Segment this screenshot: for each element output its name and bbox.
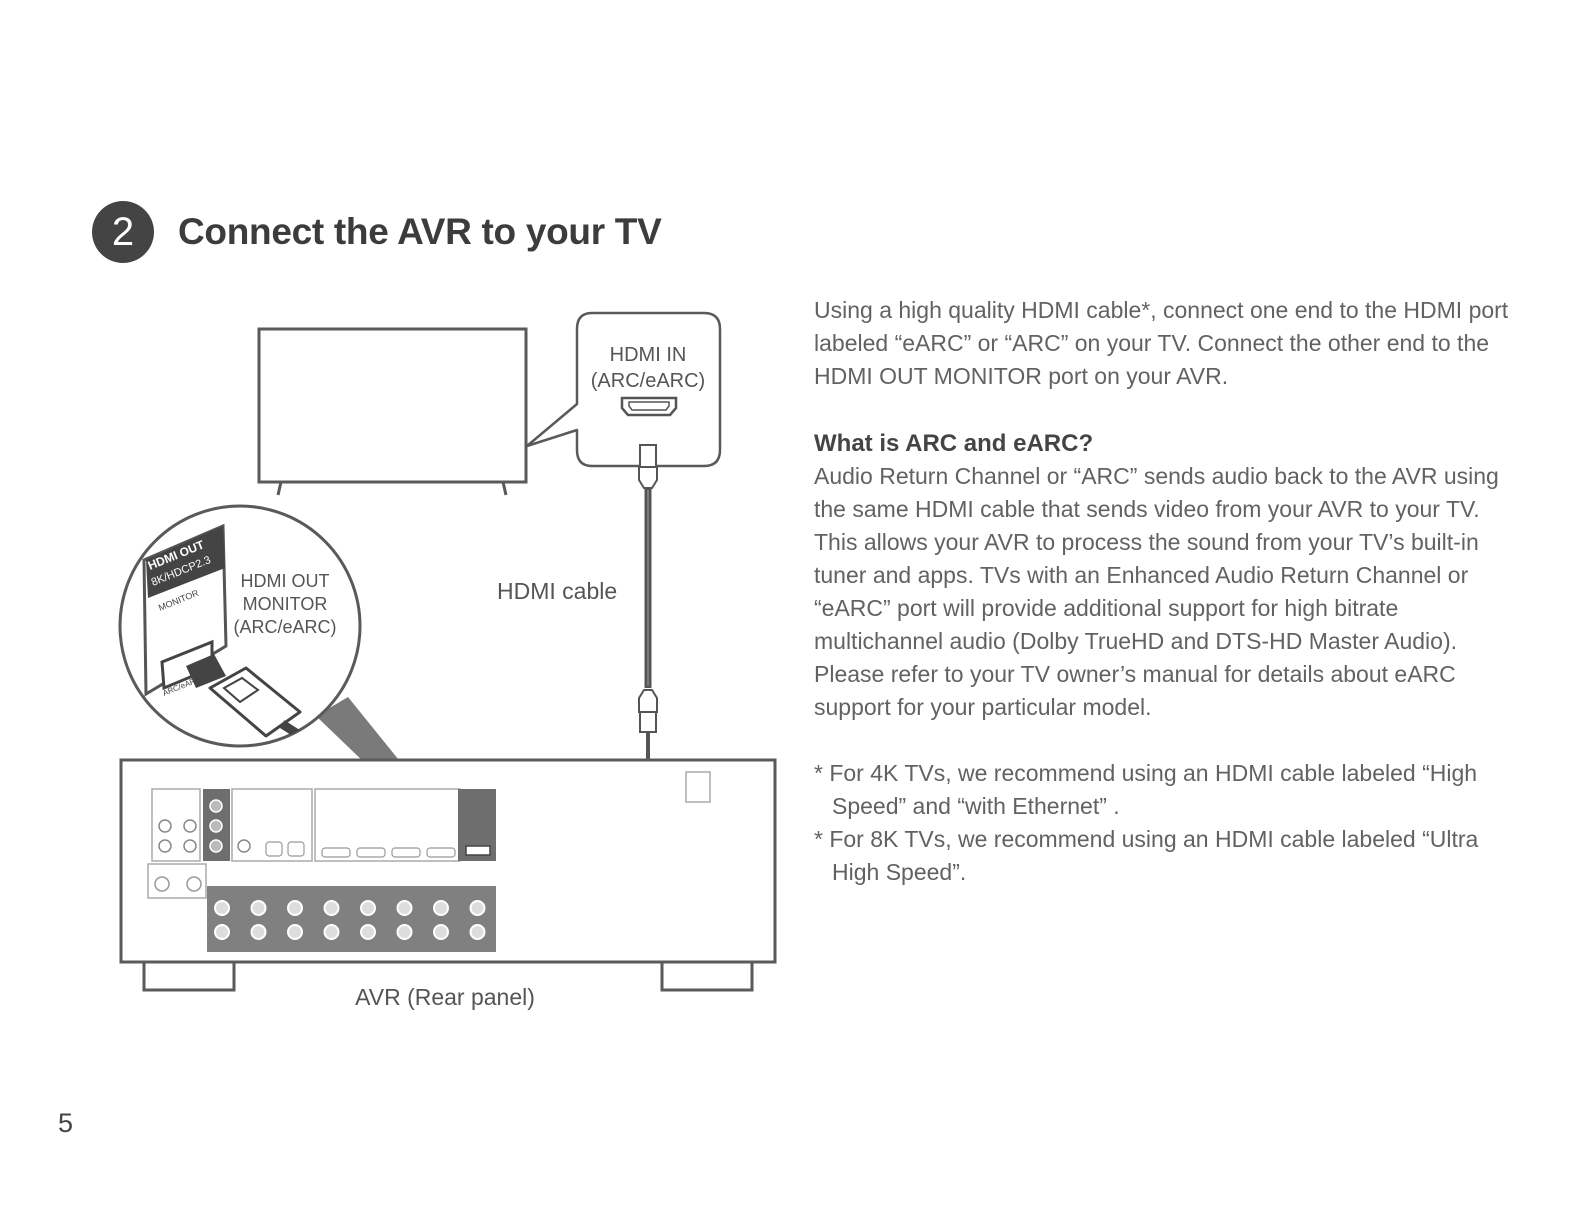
panel-connector <box>396 900 413 916</box>
callout-avr-port-line2: MONITOR <box>243 594 328 614</box>
panel-connector <box>158 819 172 833</box>
panel-connector <box>433 924 449 940</box>
step-number-badge: 2 <box>92 201 154 263</box>
arc-earc-subheading: What is ARC and eARC? <box>814 430 1094 457</box>
step-header: 2 Connect the AVR to your TV <box>92 200 662 264</box>
panel-port <box>321 847 351 858</box>
panel-connector <box>396 924 413 940</box>
panel-connector <box>214 900 230 916</box>
panel-connector <box>209 839 223 853</box>
cable-connector-top <box>639 444 657 468</box>
tv-leg-right <box>501 481 508 496</box>
avr-rear-panel <box>119 758 777 992</box>
footnote-4k: * For 4K TVs, we recommend using an HDMI… <box>814 760 1478 819</box>
avr-hdmi-out-port <box>465 845 491 856</box>
panel-connector <box>214 924 230 940</box>
callout-bubble <box>525 311 722 468</box>
panel-connector <box>209 819 223 833</box>
arc-earc-paragraph: Audio Return Channel or “ARC” sends audi… <box>814 463 1499 720</box>
callout-tv-port-line1: HDMI IN <box>610 344 687 366</box>
tv-leg-left <box>276 481 283 496</box>
panel-connector <box>469 924 486 940</box>
panel-connector <box>287 924 303 940</box>
panel-port <box>287 841 305 857</box>
panel-connector <box>209 799 223 813</box>
step-title: Connect the AVR to your TV <box>178 211 662 252</box>
avr-label: AVR (Rear panel) <box>355 984 535 1010</box>
connection-diagram: HDMI IN (ARC/eARC) HDMI cable HDMI OUT 8… <box>118 311 777 1010</box>
panel-connector <box>186 876 202 892</box>
avr-panel-details <box>154 799 486 940</box>
callout-avr-port-line3: (ARC/eARC) <box>233 617 336 637</box>
hdmi-cable-label: HDMI cable <box>497 578 617 604</box>
cable-connector-bottom <box>638 689 658 713</box>
intro-paragraph: Using a high quality HDMI cable*, connec… <box>814 297 1509 389</box>
avr-foot-left <box>142 960 236 992</box>
panel-connector <box>469 900 486 916</box>
panel-connector <box>360 924 376 940</box>
panel-connector <box>323 924 340 940</box>
panel-connector <box>158 839 172 853</box>
panel-connector <box>250 924 267 940</box>
panel-connector <box>154 876 170 892</box>
panel-port <box>356 847 386 858</box>
panel-connector <box>183 819 197 833</box>
panel-port <box>265 841 283 857</box>
avr-speaker-terminals <box>207 886 496 952</box>
footnote-8k: * For 8K TVs, we recommend using an HDMI… <box>814 826 1479 885</box>
tv-screen <box>257 327 528 484</box>
instructions-text: Using a high quality HDMI cable*, connec… <box>814 294 1514 889</box>
panel-connector <box>323 900 340 916</box>
panel-connector <box>287 900 303 916</box>
panel-port <box>426 847 456 858</box>
tv-illustration <box>257 327 528 496</box>
panel-connector <box>237 839 251 853</box>
callout-avr-port-line1: HDMI OUT <box>241 571 330 591</box>
panel-connector <box>360 900 376 916</box>
avr-port-zoom-callout: HDMI OUT 8K/HDCP2.3 MONITOR ARC/eARC HDM… <box>118 504 362 748</box>
panel-connector <box>250 900 267 916</box>
zoom-hdmi-out-label <box>146 526 225 598</box>
panel-connector <box>183 839 197 853</box>
panel-connector <box>433 900 449 916</box>
page-number: 5 <box>58 1108 74 1138</box>
callout-tv-port-line2: (ARC/eARC) <box>591 370 705 392</box>
panel-port <box>391 847 421 858</box>
avr-foot-right <box>660 960 754 992</box>
tv-port-callout: HDMI IN (ARC/eARC) <box>525 311 722 468</box>
